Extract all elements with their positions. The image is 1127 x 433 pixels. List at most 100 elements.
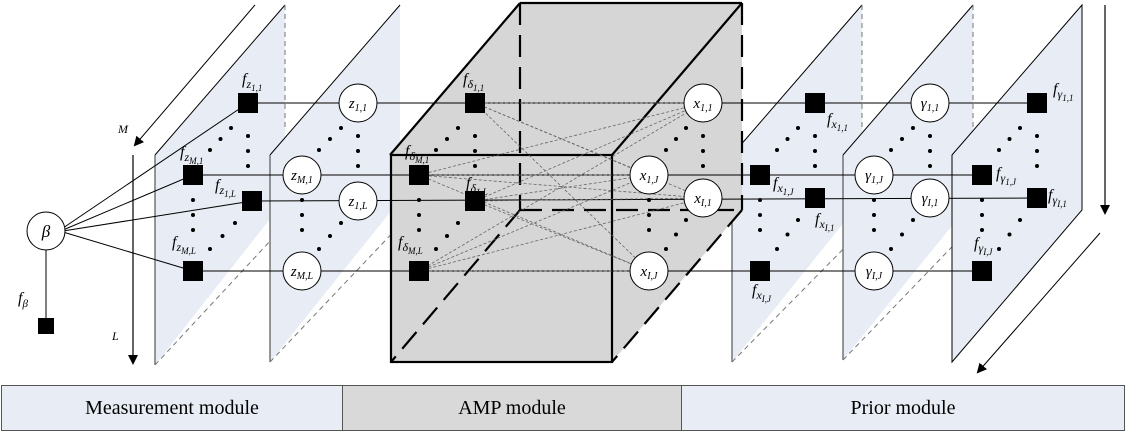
ellipsis-dot [1018,218,1022,222]
amp-dense-edges [418,102,704,272]
amp-variable-1: x1,1 [683,83,723,123]
ellipsis-dot [417,228,421,232]
amp-edge [418,174,650,272]
ellipsis-dot [317,148,321,152]
ellipsis-dot [997,148,1001,152]
ellipsis-dot [684,126,688,130]
ellipsis-dot [434,148,438,152]
amp-factor-label-2: fδM,1 [405,143,429,165]
ellipsis-dot [246,134,250,138]
ellipsis-dot [928,134,932,138]
measurement-module-label: Measurement module [2,386,343,430]
ellipsis-dot [889,247,893,251]
ellipsis-dot [417,213,421,217]
ellipsis-dot [208,247,212,251]
ellipsis-dot [785,137,790,141]
prior-gamma-factor-4 [972,261,992,281]
amp-variable-2-label: x1,J [639,168,659,186]
ellipsis-dot [328,137,332,141]
ellipsis-dot [900,137,904,141]
ellipsis-dot [356,149,360,153]
ellipsis-dot [246,164,250,168]
ellipsis-dot [701,149,705,153]
ellipsis-dot [980,198,984,202]
ellipsis-dot [813,134,817,138]
beta-node: β [26,211,66,251]
factor-graph: M L fz1,1fzM,1fz1,LfzM,Lz1,1zM,1z1,LzM,L… [18,1,1110,374]
measurement-factor-label-3: fz1,L [215,177,236,199]
ellipsis-dot [191,198,195,202]
ellipsis-dot [1007,137,1012,141]
amp-factor-4 [409,261,429,281]
ellipsis-dot [928,149,932,153]
amp-cube [389,1,744,364]
amp-edge [474,102,704,202]
prior-gamma-factor-3 [1027,188,1047,208]
ellipsis-dot [473,164,477,168]
prior-x-factor-label-2: fx1,J [773,175,795,197]
prior-gamma-factor-label-2: fγ1,J [996,165,1017,187]
measurement-factor-4 [183,261,203,281]
ellipsis-dot [300,213,304,217]
amp-factor-label-1: fδ1,1 [463,71,484,93]
ellipsis-dot [220,234,225,238]
amp-variable-3-label: xI,1 [693,191,712,209]
ellipsis-dot [1035,149,1039,153]
measurement-variable-2: zM,1 [282,155,322,195]
ellipsis-dot [434,247,438,251]
amp-edge [474,174,650,202]
amp-edge [418,174,704,199]
amp-edge [474,200,650,272]
prior-gamma-factor-label-4: fγI,J [974,235,993,257]
ellipsis-dot [456,126,460,130]
prior-gamma-variable-1: γ1,1 [910,83,950,123]
ellipsis-dots [191,126,1039,251]
ellipsis-dot [785,232,790,237]
ellipsis-dot [445,137,449,141]
amp-edge [474,102,650,272]
ellipsis-dot [473,149,477,153]
ellipsis-dot [664,148,668,152]
ellipsis-dot [980,228,984,232]
prior-gamma-variable-2-label: γ1,J [865,168,883,186]
ellipsis-dot [758,198,762,202]
prior-gamma-factor-label-3: fγI,1 [1048,187,1067,209]
amp-factor-1 [465,93,485,113]
prior-gamma-variable-1-label: γ1,1 [921,96,939,114]
ellipsis-dot [328,234,332,238]
ellipsis-dot [674,137,678,141]
ellipsis-dot [246,149,250,153]
measurement-variable-3: z1,L [338,181,378,221]
prior-gamma-variable-2: γ1,J [854,155,894,195]
amp-factor-3 [465,191,485,211]
measurement-factor-label-4: fzM,L [172,234,196,256]
ellipsis-dot [796,218,800,222]
ellipsis-dot [872,228,876,232]
ellipsis-dot [900,232,904,237]
ellipsis-dot [356,134,360,138]
axis-label-m: M [117,122,129,136]
ellipsis-dot [997,247,1001,251]
ellipsis-dot [647,228,651,232]
prior-gamma-factor-label-1: fγ1,1 [1053,81,1073,103]
amp-edge [418,197,704,272]
ellipsis-dot [445,234,449,238]
prior-gamma-variable-4-label: γI,J [866,264,883,282]
ellipsis-dot [1035,164,1039,168]
prior-gamma-factor-1 [1027,93,1047,113]
amp-variable-2: x1,J [629,155,669,195]
ellipsis-dot [664,247,668,251]
axis-label-l: L [111,329,119,343]
measurement-factor-label-2: fzM,1 [180,144,203,166]
ellipsis-dot [300,228,304,232]
beta-factor-label: fβ [18,290,28,310]
ellipsis-dot [1018,126,1022,130]
measurement-factor-2 [183,165,203,185]
ellipsis-dot [813,149,817,153]
measurement-variable-3-label: z1,L [348,194,368,212]
ellipsis-dot [758,213,762,217]
measurement-factor-3 [242,191,262,211]
ellipsis-dot [356,164,360,168]
nodes: fz1,1fzM,1fz1,LfzM,Lz1,1zM,1z1,LzM,Lfδ1,… [172,71,1073,304]
ellipsis-dot [191,228,195,232]
